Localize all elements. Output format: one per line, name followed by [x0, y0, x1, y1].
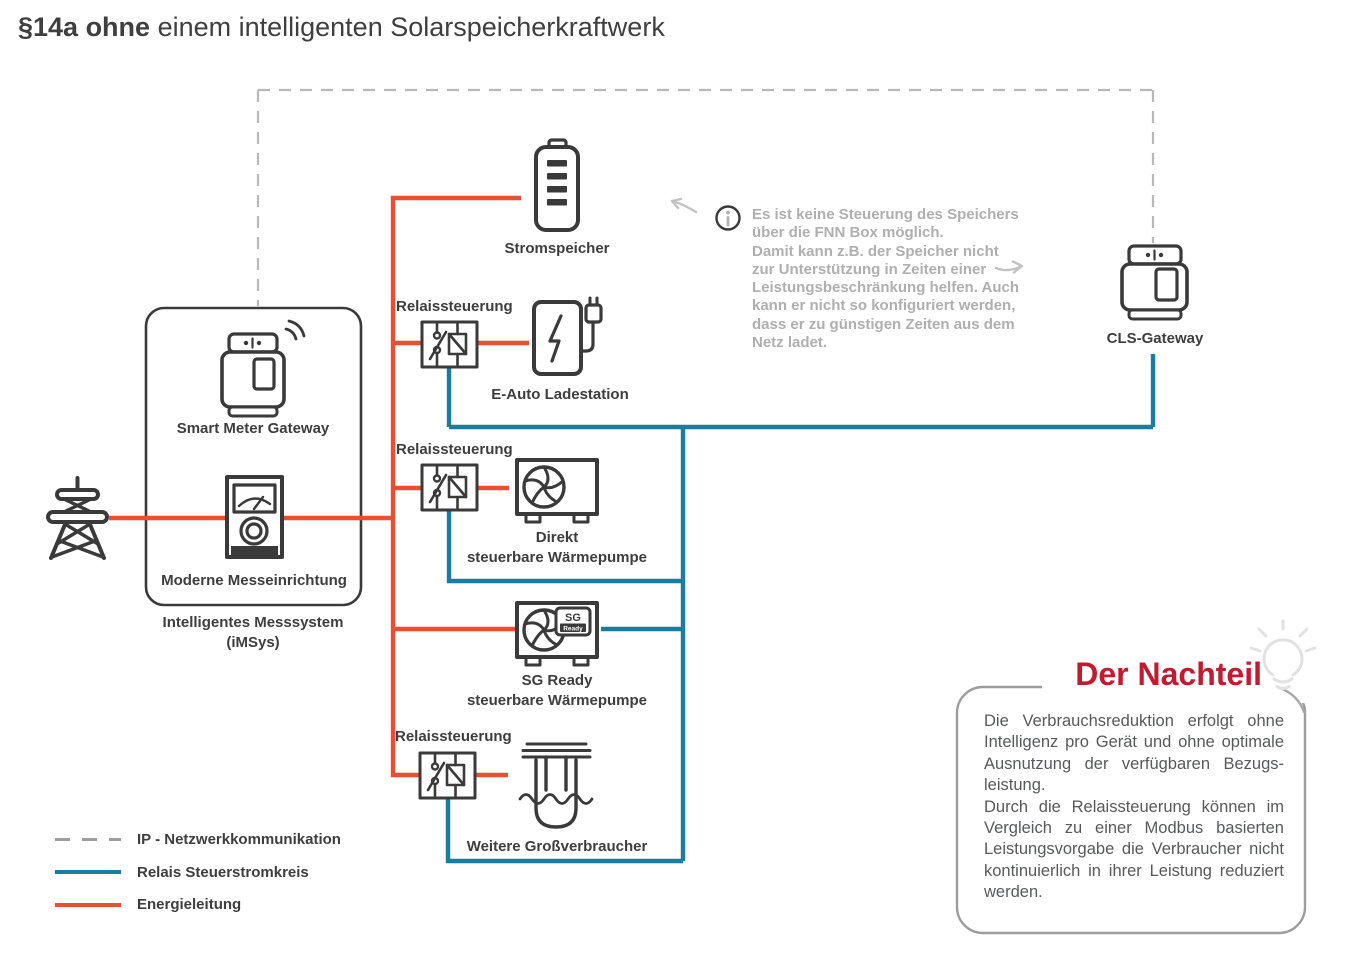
- info-note-line: zur Unterstützung in Zeiten einer: [752, 260, 987, 278]
- nachteil-body-line: Ausnutzung der verfügbaren Bezugs-: [984, 754, 1284, 773]
- immersion-heater-icon: [518, 742, 594, 829]
- info-note-line: dass er zu günstigen Zeiten aus dem: [752, 315, 1015, 333]
- label-e-auto: E-Auto Ladestation: [491, 386, 629, 403]
- nachteil-body-line: Durch die Relaissteuerung können im: [984, 797, 1284, 816]
- imsys-box: [144, 306, 363, 607]
- relay-icon: [420, 463, 479, 512]
- label-smart-meter-gateway: Smart Meter Gateway: [176, 420, 330, 437]
- lightbulb-icon: [1249, 619, 1317, 690]
- nachteil-body-line: kontinuierlich in ihrer Leistung reduzie…: [984, 861, 1284, 880]
- info-note-line: kann er nicht so konfiguriert werden,: [752, 297, 1016, 315]
- nachteil-body-line: Die Verbrauchsreduktion erfolgt ohne: [984, 712, 1284, 730]
- heat-pump-icon: [515, 458, 599, 524]
- label-direkt-waermepumpe: Direkt steuerbare Wärmepumpe: [467, 528, 647, 568]
- page-title-bold: §14a ohne: [18, 12, 151, 42]
- energy-lines: [109, 195, 529, 778]
- modern-meter-icon: [225, 475, 284, 559]
- info-note-line: Es ist keine Steuerung des Speichers: [752, 206, 1019, 223]
- cls-gateway-icon: [1120, 244, 1189, 321]
- battery-storage-icon: [534, 138, 580, 232]
- legend-swatch-relay: [55, 870, 121, 874]
- relay-icon: [420, 320, 479, 369]
- label-direkt-line2: steuerbare Wärmepumpe: [466, 549, 648, 566]
- page-title-rest: einem intelligenten Solarspeicherkraftwe…: [150, 12, 665, 42]
- sg-badge-bottom-text: Ready: [563, 626, 583, 633]
- label-cls-gateway: CLS-Gateway: [1106, 330, 1204, 347]
- info-note-line: Netz ladet.: [752, 334, 828, 352]
- info-note-line: Damit kann z.B. der Speicher nicht: [752, 242, 999, 260]
- label-imsys-line2: (iMSys): [226, 634, 280, 651]
- power-tower-icon: [46, 476, 109, 560]
- label-relaissteuerung-1: Relaissteuerung: [396, 298, 513, 315]
- nachteil-body-line: Intelligenz pro Gerät und ohne optimale: [984, 733, 1284, 752]
- legend-label: IP - Netzwerkkommunikation: [137, 831, 341, 848]
- legend-row: Energieleitung: [55, 896, 341, 913]
- nachteil-body-line: werden.: [984, 883, 1043, 902]
- sg-badge-top-text: SG: [565, 612, 581, 624]
- label-sg-waermepumpe: SG Ready steuerbare Wärmepumpe: [467, 671, 647, 711]
- label-sg-line1: SG Ready: [521, 672, 593, 689]
- label-direkt-line1: Direkt: [535, 529, 579, 546]
- label-relaissteuerung-3: Relaissteuerung: [395, 728, 512, 745]
- info-icon: [715, 205, 741, 231]
- legend-row: IP - Netzwerkkommunikation: [55, 831, 341, 848]
- page-title: §14a ohne einem intelligenten Solarspeic…: [18, 12, 665, 43]
- info-note-line: über die FNN Box möglich.: [752, 224, 944, 242]
- label-stromspeicher: Stromspeicher: [504, 240, 610, 257]
- info-note-line: Leistungsbeschränkung helfen. Auch: [752, 279, 1019, 297]
- ev-charger-icon: [532, 296, 603, 376]
- legend-label: Relais Steuerstromkreis: [137, 863, 309, 881]
- legend-swatch-energy: [55, 902, 121, 907]
- label-sg-line2: steuerbare Wärmepumpe: [466, 692, 648, 709]
- smart-meter-gateway-icon: [220, 319, 306, 418]
- arrow-left-icon: [670, 197, 698, 214]
- arrow-right-icon: [994, 260, 1024, 274]
- ip-network-lines: [256, 88, 1155, 306]
- nachteil-body-line: leistung.: [984, 776, 1046, 795]
- label-imsys-line1: Intelligentes Messsystem: [162, 614, 344, 631]
- nachteil-body-line: Leistungsvorgabe die Verbraucher nicht: [984, 840, 1284, 859]
- legend-swatch-dashed: [55, 838, 121, 841]
- label-relaissteuerung-2: Relaissteuerung: [396, 441, 513, 458]
- label-weitere-grossverbraucher: Weitere Großverbraucher: [466, 838, 648, 855]
- legend-row: Relais Steuerstromkreis: [55, 863, 341, 881]
- nachteil-body-line: Vergleich zu einer Modbus basierten: [984, 819, 1284, 838]
- relay-circuit-lines: [445, 354, 1156, 864]
- legend-label: Energieleitung: [137, 896, 242, 913]
- label-imsys: Intelligentes Messsystem (iMSys): [163, 613, 344, 653]
- label-moderne-messeinrichtung: Moderne Messeinrichtung: [161, 572, 347, 589]
- sg-ready-badge: SG Ready: [554, 606, 592, 637]
- relay-icon: [418, 751, 477, 800]
- nachteil-title: Der Nachteil: [1075, 656, 1262, 692]
